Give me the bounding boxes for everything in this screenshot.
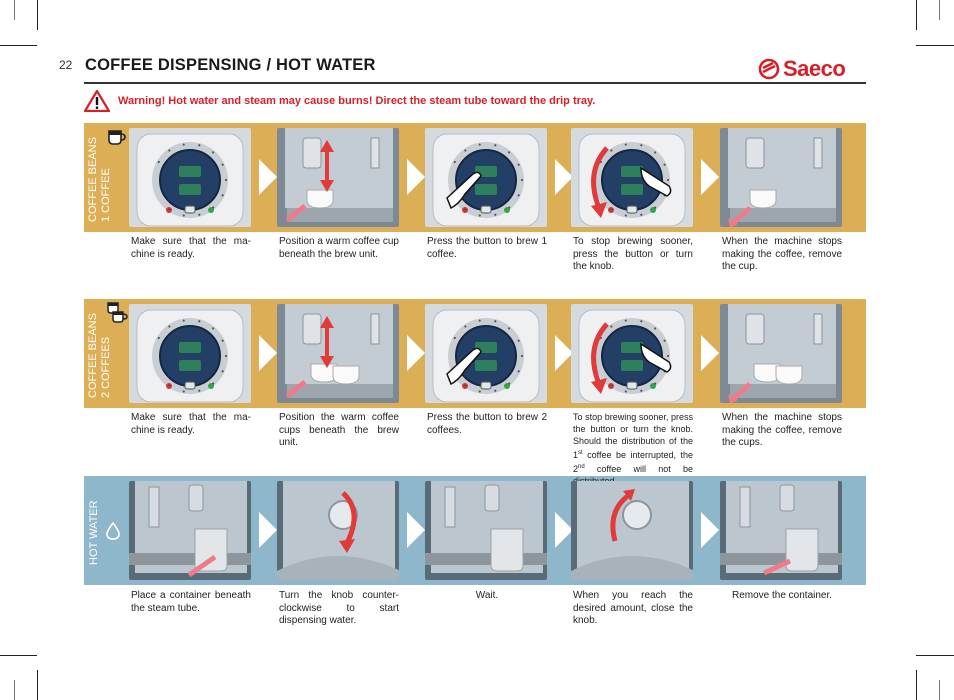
step-photo-remove-container xyxy=(720,481,842,580)
warning-banner: Warning! Hot water and steam may cause b… xyxy=(84,90,595,112)
step-caption: To stop brewing sooner, press the button… xyxy=(573,411,693,487)
step-caption: Place a container beneath the steam tube… xyxy=(131,590,251,614)
caption-part: st xyxy=(578,450,583,456)
step-arrow-icon xyxy=(407,335,425,371)
brand-logo: Saeco xyxy=(758,56,846,82)
two-cups-icon xyxy=(107,302,128,323)
knob-counterclockwise-illustration xyxy=(277,481,399,580)
caption-part: nd xyxy=(578,464,585,470)
step-arrow-icon xyxy=(555,335,573,371)
step-caption: When you reach the desired amount, close… xyxy=(573,590,693,626)
step-caption: Press the button to brew 2 coffees. xyxy=(427,412,547,436)
step-arrow-icon xyxy=(259,335,277,371)
section-label: COFFEE BEANS 1 COFFEE xyxy=(84,123,126,232)
remove-cup-illustration xyxy=(720,128,842,227)
water-drop-icon xyxy=(106,522,120,540)
crop-mark xyxy=(939,680,940,700)
step-caption: Make sure that the ma-chine is ready. xyxy=(131,236,251,260)
step-arrow-icon xyxy=(259,159,277,195)
step-caption: Remove the container. xyxy=(731,590,833,601)
step-caption: When the machine stops making the coffee… xyxy=(722,412,842,448)
section-label-line1: COFFEE BEANS xyxy=(87,313,99,398)
knob-clockwise-illustration xyxy=(571,481,693,580)
step-photo-container-under-steam-tube xyxy=(129,481,251,580)
step-photo-turn-knob xyxy=(571,128,693,227)
crop-mark xyxy=(916,670,917,700)
control-panel-illustration xyxy=(129,304,251,403)
press-button-illustration xyxy=(425,304,547,403)
step-arrow-icon xyxy=(259,512,277,548)
step-photo-turn-knob xyxy=(571,304,693,403)
crop-mark xyxy=(916,45,954,46)
warning-text: Warning! Hot water and steam may cause b… xyxy=(118,95,596,107)
step-photo-press-button xyxy=(425,304,547,403)
control-panel-illustration xyxy=(129,128,251,227)
two-cups-under-brew-unit-illustration xyxy=(277,304,399,403)
crop-mark xyxy=(14,0,15,20)
crop-mark xyxy=(939,0,940,20)
step-arrow-icon xyxy=(407,159,425,195)
crop-mark xyxy=(916,655,954,656)
step-caption: Turn the knob counter-clockwise to start… xyxy=(279,590,399,626)
step-photo-two-cups-under-brew-unit xyxy=(277,304,399,403)
step-arrow-icon xyxy=(701,159,719,195)
step-photo-control-panel xyxy=(129,128,251,227)
caption-part: coffee be interrupted, the 2 xyxy=(573,450,693,474)
section-label: COFFEE BEANS 2 COFFEES xyxy=(84,299,128,408)
step-arrow-icon xyxy=(555,159,573,195)
step-photo-knob-counterclockwise xyxy=(277,481,399,580)
section-label-line2: 2 COFFEES xyxy=(100,336,112,398)
step-photo-remove-cup xyxy=(720,128,842,227)
wait-illustration xyxy=(425,481,547,580)
step-arrow-icon xyxy=(701,512,719,548)
step-photo-remove-cups xyxy=(720,304,842,403)
cup-under-brew-unit-illustration xyxy=(277,128,399,227)
warning-triangle-icon xyxy=(84,90,110,112)
step-arrow-icon xyxy=(701,335,719,371)
step-photo-wait xyxy=(425,481,547,580)
page-number: 22 xyxy=(59,58,73,72)
step-caption: To stop brewing sooner, press the button… xyxy=(573,236,693,272)
step-caption: Press the button to brew 1 coffee. xyxy=(427,236,547,260)
step-caption: Position the warm coffee cups beneath th… xyxy=(279,412,399,448)
crop-mark xyxy=(37,0,38,30)
step-arrow-icon xyxy=(407,512,425,548)
step-photo-knob-clockwise xyxy=(571,481,693,580)
container-under-steam-tube-illustration xyxy=(129,481,251,580)
step-photo-press-button xyxy=(425,128,547,227)
turn-knob-illustration xyxy=(571,304,693,403)
remove-cups-illustration xyxy=(720,304,842,403)
crop-mark xyxy=(0,45,37,46)
step-photo-control-panel xyxy=(129,304,251,403)
step-arrow-icon xyxy=(555,512,573,548)
remove-container-illustration xyxy=(720,481,842,580)
single-cup-icon xyxy=(108,130,126,145)
section-label-line1: COFFEE BEANS xyxy=(87,137,99,222)
saeco-mark-icon xyxy=(758,58,780,80)
step-caption: Wait. xyxy=(475,590,499,601)
crop-mark xyxy=(0,655,37,656)
step-caption: When the machine stops making the coffee… xyxy=(722,236,842,272)
step-caption: Position a warm coffee cup beneath the b… xyxy=(279,236,399,260)
press-button-illustration xyxy=(425,128,547,227)
title-rule xyxy=(84,82,866,84)
brand-name: Saeco xyxy=(783,56,846,81)
crop-mark xyxy=(916,0,917,30)
section-label-line2: 1 COFFEE xyxy=(100,168,112,222)
caption-part: To stop brewing sooner, press the button… xyxy=(573,412,693,460)
section-label-line1: HOT WATER xyxy=(88,500,100,565)
crop-mark xyxy=(14,680,15,700)
step-photo-cup-under-brew-unit xyxy=(277,128,399,227)
section-label: HOT WATER xyxy=(84,476,124,585)
turn-knob-illustration xyxy=(571,128,693,227)
step-caption: Make sure that the ma-chine is ready. xyxy=(131,412,251,436)
crop-mark xyxy=(37,670,38,700)
page-title: COFFEE DISPENSING / HOT WATER xyxy=(85,56,376,74)
